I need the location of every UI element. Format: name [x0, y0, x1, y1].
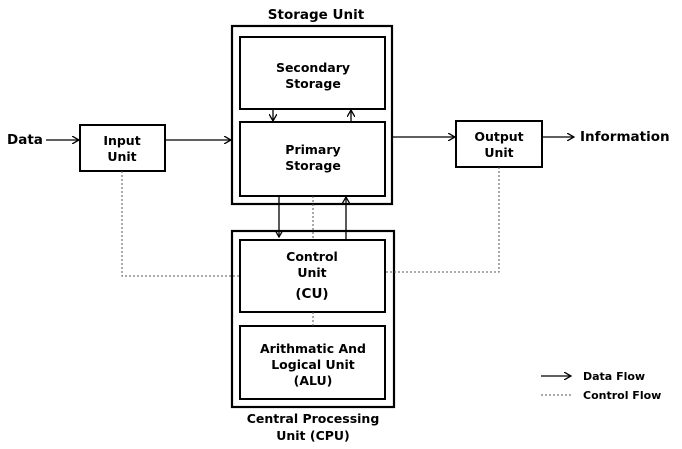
primary-storage-label-1: Primary	[285, 142, 340, 157]
control-unit-label-2: Unit	[297, 265, 326, 280]
alu-label-2: Logical Unit	[271, 357, 355, 372]
primary-storage-box	[239, 121, 386, 197]
data-label: Data	[7, 132, 43, 148]
secondary-storage-label-1: Secondary	[276, 60, 350, 75]
input-unit-label-1: Input	[103, 133, 140, 148]
secondary-storage-box	[239, 36, 386, 110]
information-label: Information	[580, 129, 670, 145]
control-unit-label-3: (CU)	[295, 286, 328, 302]
output-unit-label-2: Unit	[484, 145, 513, 160]
alu-box	[239, 325, 386, 400]
alu-label-3: (ALU)	[294, 373, 333, 388]
input-unit-box	[79, 124, 166, 172]
secondary-storage-label-2: Storage	[285, 76, 341, 91]
alu-label-1: Arithmatic And	[260, 341, 366, 356]
control-unit-label-1: Control	[286, 249, 338, 264]
cpu-label-2: Unit (CPU)	[276, 428, 350, 443]
legend-control-flow-label: Control Flow	[583, 389, 661, 402]
output-unit-label-1: Output	[474, 129, 523, 144]
primary-storage-label-2: Storage	[285, 158, 341, 173]
control-line-input	[121, 171, 240, 277]
storage-unit-title: Storage Unit	[268, 7, 365, 23]
input-unit-label-2: Unit	[107, 149, 136, 164]
control-line-output	[385, 167, 500, 273]
legend-data-flow-label: Data Flow	[583, 370, 645, 383]
output-unit-box	[455, 120, 543, 168]
cpu-label-1: Central Processing	[247, 411, 380, 426]
control-unit-box	[239, 239, 386, 313]
